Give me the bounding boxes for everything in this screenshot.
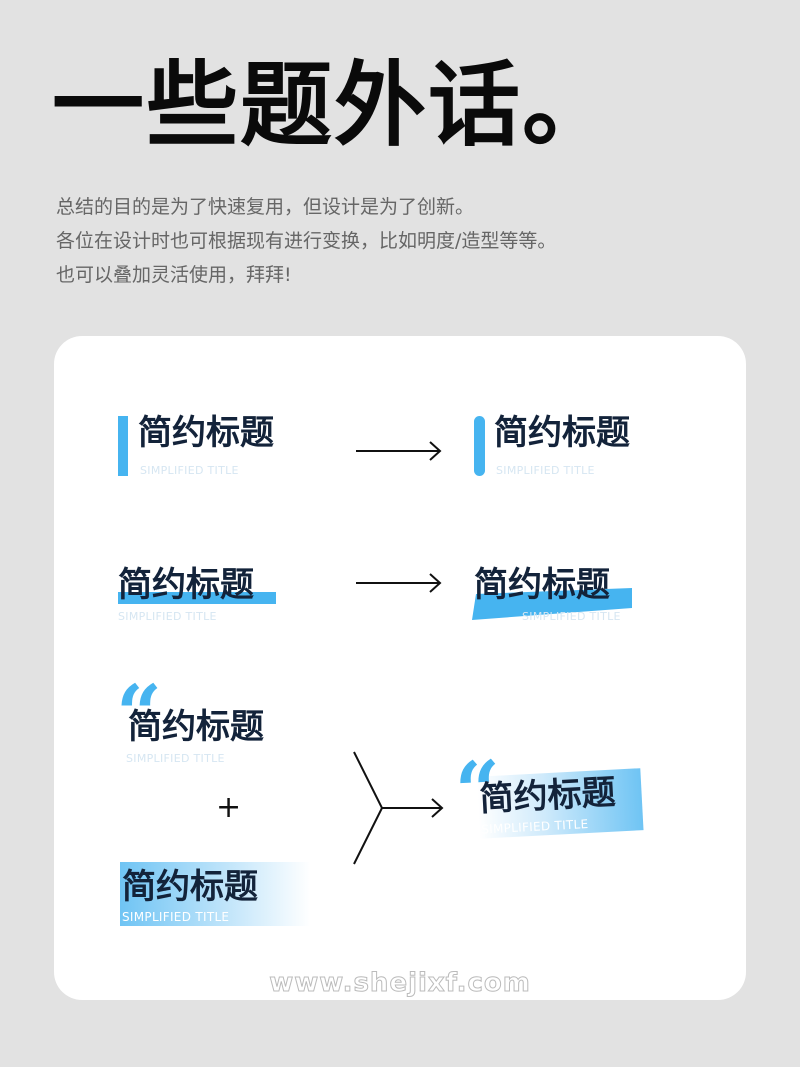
description-line-1: 总结的目的是为了快速复用，但设计是为了创新。: [56, 196, 475, 218]
example-subtitle: SIMPLIFIED TITLE: [122, 910, 230, 924]
examples-card: 简约标题 SIMPLIFIED TITLE 简约标题 SIMPLIFIED TI…: [54, 336, 746, 1000]
quote-mark-icon: “: [116, 667, 163, 761]
example-title: 简约标题: [478, 772, 617, 820]
example-title: 简约标题: [138, 413, 274, 453]
example-title: 简约标题: [474, 565, 610, 605]
example-combined: “ 简约标题 SIMPLIFIED TITLE: [451, 743, 656, 856]
example-title: 简约标题: [494, 413, 630, 453]
gradient-background: [120, 862, 310, 926]
arrow-right-icon: [356, 573, 442, 593]
example-subtitle: SIMPLIFIED TITLE: [496, 464, 595, 477]
example-subtitle: SIMPLIFIED TITLE: [118, 610, 217, 623]
example-title: 简约标题: [118, 565, 254, 605]
example-subtitle: SIMPLIFIED TITLE: [126, 752, 225, 765]
arrow-right-icon: [356, 441, 442, 461]
description-line-3: 也可以叠加灵活使用，拜拜!: [56, 264, 292, 286]
highlight-band: [118, 592, 276, 604]
slanted-highlight-shape: [472, 588, 632, 620]
merge-arrow-icon: [353, 751, 444, 865]
watermark: www.shejixf.com: [269, 968, 531, 999]
example-subtitle: SIMPLIFIED TITLE: [522, 610, 621, 623]
accent-bar: [118, 416, 128, 476]
accent-bar-rounded: [474, 416, 485, 476]
example-title: 简约标题: [128, 707, 264, 747]
example-title: 简约标题: [122, 867, 258, 907]
plus-sign: +: [216, 790, 242, 825]
page-headline: 一些题外话。: [52, 52, 617, 159]
description-line-2: 各位在设计时也可根据现有进行变换，比如明度/造型等等。: [56, 230, 557, 252]
example-subtitle: SIMPLIFIED TITLE: [140, 464, 239, 477]
description: 总结的目的是为了快速复用，但设计是为了创新。 各位在设计时也可根据现有进行变换，…: [56, 190, 556, 292]
